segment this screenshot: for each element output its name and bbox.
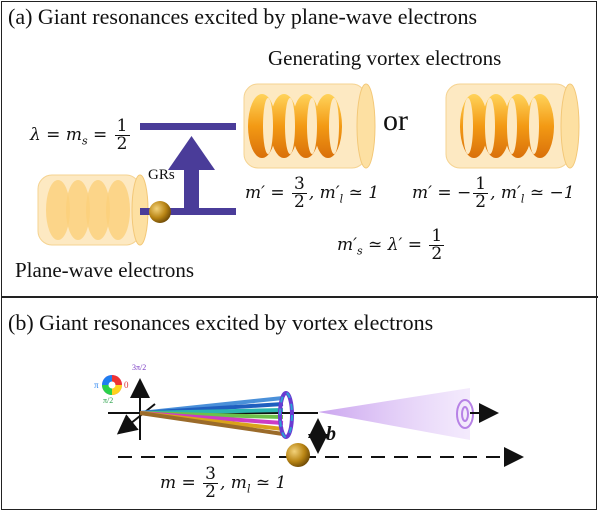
vortex-beam-rays <box>139 391 294 439</box>
vortex-cylinder-right <box>445 83 580 169</box>
nucleus-sphere-b <box>286 443 310 467</box>
wheel-label-left: π <box>94 380 99 390</box>
plane-wave-cylinder <box>37 174 149 246</box>
nucleus-sphere <box>149 201 171 223</box>
panel-b-title: (b) Giant resonances excited by vortex e… <box>8 310 434 335</box>
outgoing-vortex-cone <box>318 388 499 440</box>
energy-level-diagram <box>140 123 236 223</box>
upper-level <box>140 123 236 130</box>
phase-color-wheel <box>102 375 122 395</box>
gr-label: GRs <box>148 167 175 183</box>
b-label: b <box>326 423 336 445</box>
wheel-label-right: 0 <box>124 380 129 390</box>
lower-level <box>140 208 236 215</box>
plane-wave-label: Plane-wave electrons <box>15 258 195 282</box>
wheel-label-top: 3π/2 <box>132 363 147 372</box>
panel-a-title: (a) Giant resonances excited by plane-wa… <box>8 4 478 29</box>
generating-label: Generating vortex electrons <box>268 46 502 70</box>
or-label: or <box>383 104 408 137</box>
wheel-label-bottom: π/2 <box>103 396 114 405</box>
vortex-cylinder-left <box>243 83 376 169</box>
panel-divider <box>1 296 598 298</box>
excitation-arrow <box>168 136 215 170</box>
